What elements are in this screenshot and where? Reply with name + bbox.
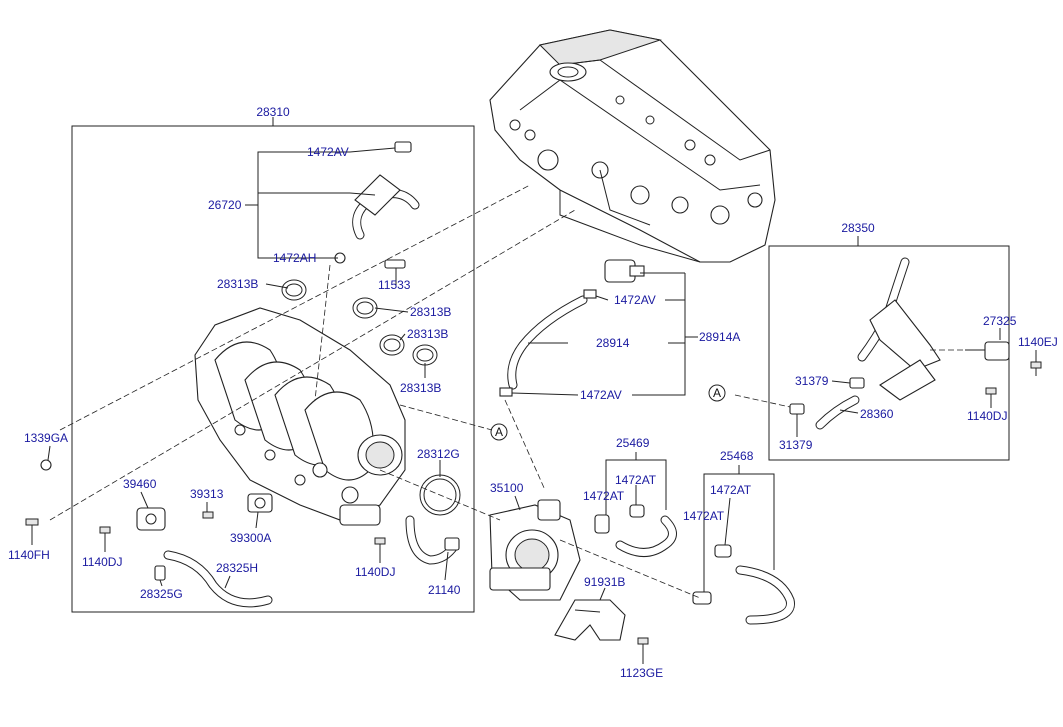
label-1472AV-top: 1472AV: [307, 145, 349, 159]
label-1140DJ-right: 1140DJ: [967, 409, 1007, 423]
label-28313B-1: 28313B: [217, 277, 258, 291]
hose-21140: [405, 515, 460, 565]
sensor-39300A: [247, 493, 273, 513]
dashed-connectors: [49, 184, 985, 599]
leader-lines: [31, 147, 1037, 664]
label-28914: 28914: [596, 336, 630, 350]
pipe-28350: [789, 257, 941, 430]
ref-circle-a-mid: [490, 423, 508, 441]
label-39313: 39313: [190, 487, 224, 501]
label-1123GE: 1123GE: [620, 666, 663, 680]
label-28312G: 28312G: [417, 447, 460, 461]
label-31379-top: 31379: [795, 374, 829, 388]
label-28313B-2: 28313B: [410, 305, 451, 319]
label-1140DJ-mid: 1140DJ: [355, 565, 395, 579]
label-91931B: 91931B: [584, 575, 625, 589]
label-1472AV-mid: 1472AV: [614, 293, 656, 307]
bracket-91931B: [554, 599, 626, 641]
label-28325G: 28325G: [140, 587, 183, 601]
label-25469: 25469: [616, 436, 650, 450]
label-28914A: 28914A: [699, 330, 740, 344]
label-11533: 11533: [378, 278, 411, 292]
label-28325H: 28325H: [216, 561, 258, 575]
label-1140DJ-left: 1140DJ: [82, 555, 122, 569]
part-labels: 28310 1472AV 26720 1472AH 28313B 11533 2…: [8, 105, 1058, 680]
ref-circle-a-right: [708, 384, 726, 402]
label-28350: 28350: [841, 221, 875, 235]
label-28360: 28360: [860, 407, 894, 421]
label-1472AH: 1472AH: [273, 251, 316, 265]
hose-28914: [499, 259, 645, 397]
bolts: [25, 361, 1042, 653]
plug-11533: [384, 259, 406, 269]
label-1472AT-d: 1472AT: [683, 509, 725, 523]
sensor-39460: [136, 507, 273, 608]
label-1472AV-low: 1472AV: [580, 388, 622, 402]
cylinder-head: [489, 29, 776, 263]
hose-25468: [692, 544, 795, 625]
label-25468: 25468: [720, 449, 754, 463]
label-28313B-4: 28313B: [400, 381, 441, 395]
ref-a-mid-label: A: [495, 425, 503, 439]
label-28313B-3: 28313B: [407, 327, 448, 341]
group-box-28350: [768, 245, 1010, 461]
intake-manifold: [194, 307, 406, 526]
label-21140: 21140: [428, 583, 461, 597]
label-1140FH: 1140FH: [8, 548, 50, 562]
label-1140EJ: 1140EJ: [1018, 335, 1058, 349]
hose-25469: [594, 504, 677, 557]
label-39460: 39460: [123, 477, 157, 491]
label-28310: 28310: [256, 105, 290, 119]
sensor-27325: [984, 341, 1010, 361]
label-26720: 26720: [208, 198, 242, 212]
label-39300A: 39300A: [230, 531, 271, 545]
label-1472AT-c: 1472AT: [710, 483, 752, 497]
label-1339GA: 1339GA: [24, 431, 68, 445]
label-27325: 27325: [983, 314, 1017, 328]
label-31379-bot: 31379: [779, 438, 813, 452]
breather-hose-26720: [334, 141, 420, 264]
throttle-body: [489, 499, 581, 601]
label-1472AT-a: 1472AT: [615, 473, 657, 487]
label-1472AT-b: 1472AT: [583, 489, 625, 503]
ref-a-right-label: A: [713, 386, 721, 400]
label-35100: 35100: [490, 481, 524, 495]
